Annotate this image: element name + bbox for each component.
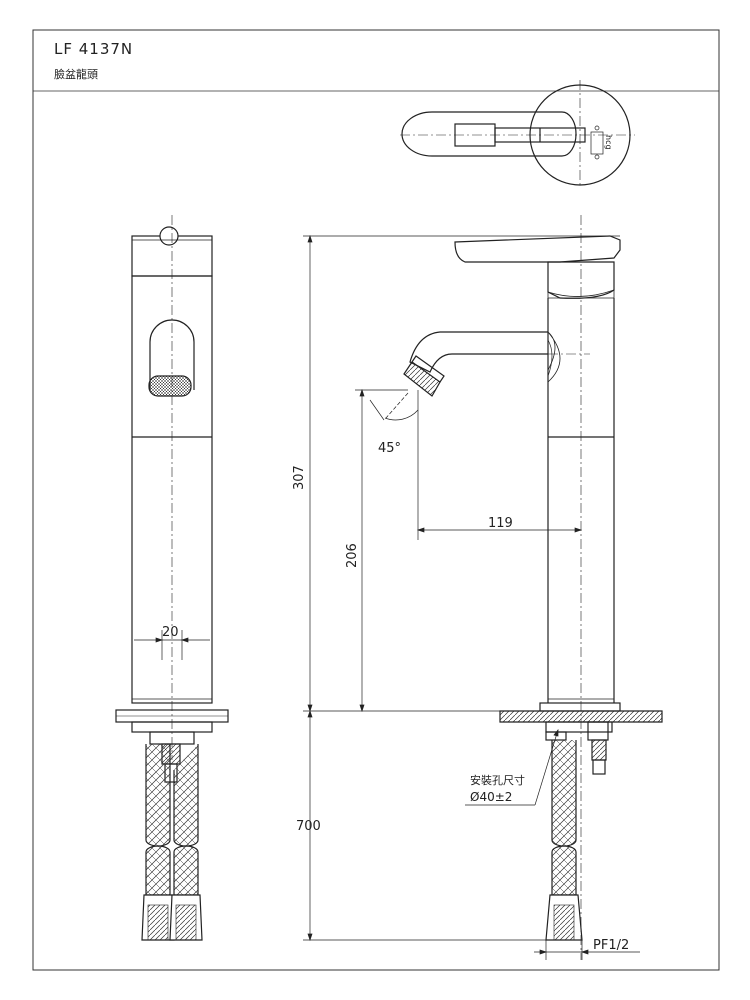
dim-body-width: 20 xyxy=(162,625,179,640)
dimension-lines xyxy=(303,234,640,960)
dim-spout-angle: 45° xyxy=(378,441,401,456)
dim-spout-reach: 119 xyxy=(488,516,513,531)
sheet-frame xyxy=(32,29,720,971)
model-number: LF 4137N xyxy=(54,40,134,58)
product-name: 臉盆龍頭 xyxy=(54,68,98,81)
install-hole-label: 安裝孔尺寸 xyxy=(470,773,525,787)
front-view xyxy=(115,215,229,941)
top-view xyxy=(400,80,635,188)
side-view xyxy=(403,215,663,960)
connection-thread: PF1/2 xyxy=(593,938,629,953)
dim-spout-height: 206 xyxy=(345,543,360,568)
install-hole-size: Ø40±2 xyxy=(470,790,512,804)
dim-total-height: 307 xyxy=(292,465,307,490)
brand-logo: hcg xyxy=(604,135,613,150)
dim-hose-length: 700 xyxy=(296,819,321,834)
